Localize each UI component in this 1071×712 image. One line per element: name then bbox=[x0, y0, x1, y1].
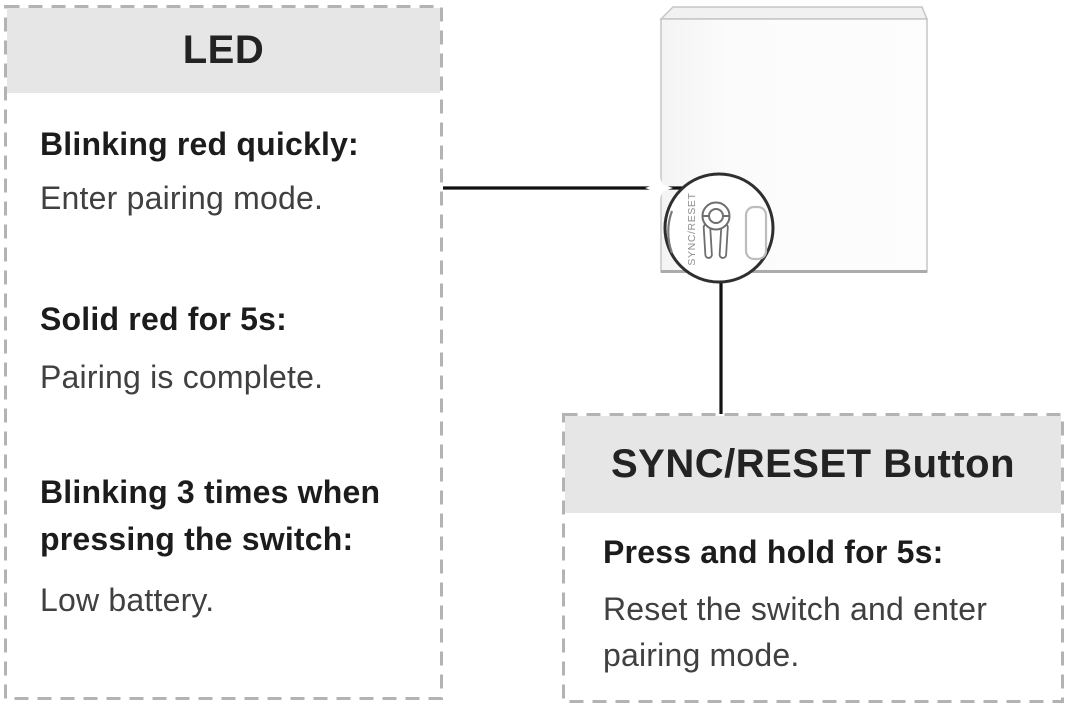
led-panel-title: LED bbox=[182, 28, 265, 72]
reset-pin-icon bbox=[701, 201, 731, 259]
led-item-1-label: Blinking red quickly: bbox=[40, 126, 359, 162]
sync-panel-header: SYNC/RESET Button bbox=[565, 416, 1061, 513]
sparkle-highlight bbox=[645, 175, 673, 201]
sync-reset-info-panel: SYNC/RESET Button Press and hold for 5s:… bbox=[562, 413, 1064, 703]
sync-panel-title: SYNC/RESET Button bbox=[610, 442, 1016, 486]
sync-item-1-label: Press and hold for 5s: bbox=[603, 534, 944, 570]
led-item-3-label: Blinking 3 times when pressing the switc… bbox=[40, 474, 381, 557]
led-item-1-description: Enter pairing mode. bbox=[40, 180, 324, 216]
led-item-2-label: Solid red for 5s: bbox=[40, 301, 287, 337]
led-item-3-description: Low battery. bbox=[40, 582, 215, 618]
led-panel-header: LED bbox=[7, 8, 440, 93]
device-edge-magnified bbox=[667, 210, 674, 254]
device-notch bbox=[744, 205, 768, 261]
device-top-face bbox=[659, 6, 929, 20]
zoom-callout: SYNC/RESET bbox=[663, 172, 775, 284]
sync-item-1-description: Reset the switch and enter pairing mode. bbox=[603, 591, 988, 673]
sync-reset-vertical-label: SYNC/RESET bbox=[686, 192, 698, 265]
led-info-panel: LED Blinking red quickly: Enter pairing … bbox=[4, 5, 443, 700]
led-item-2-description: Pairing is complete. bbox=[40, 359, 324, 395]
